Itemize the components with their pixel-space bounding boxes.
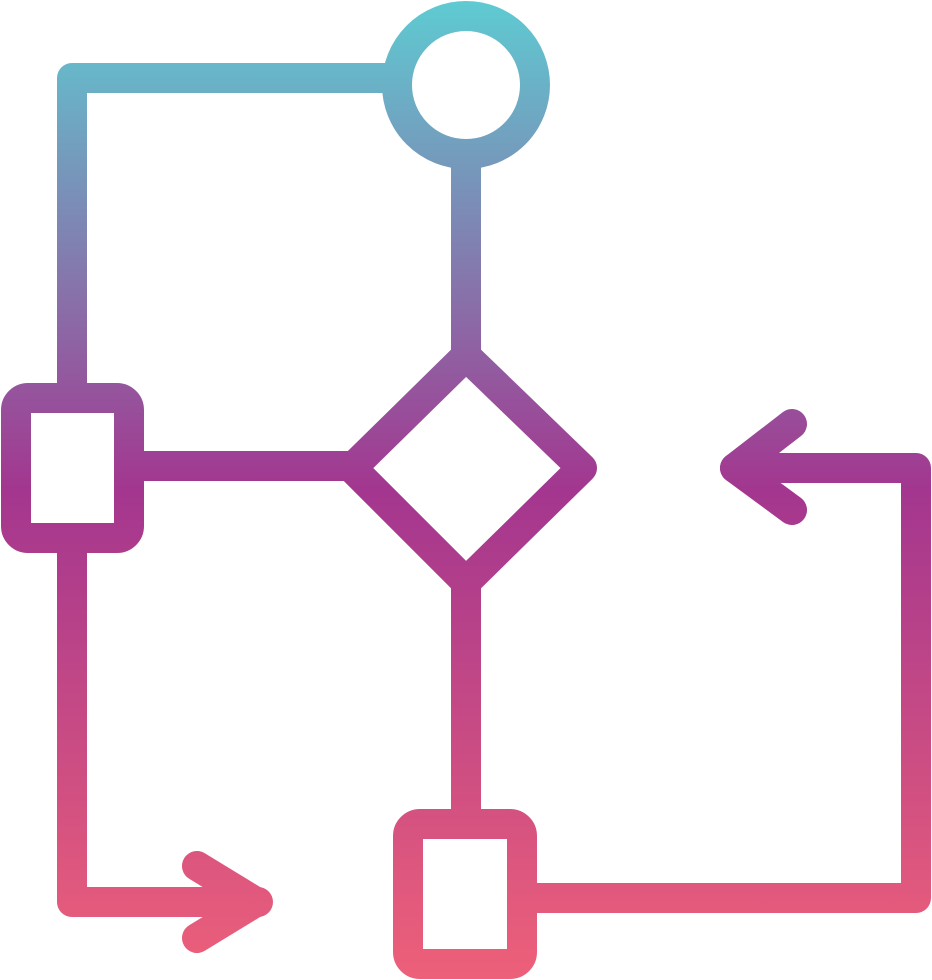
left-process-box [1, 383, 144, 553]
left-arrow-icon [720, 409, 807, 525]
connector-circle-to-left-box [57, 63, 412, 413]
connector-left-box-to-arrow [57, 523, 273, 917]
connector-bottom-box-loop [507, 453, 931, 913]
right-arrow-icon [182, 851, 271, 953]
decision-diamond [337, 341, 597, 597]
start-node-circle [382, 1, 550, 169]
bottom-process-box [393, 809, 537, 979]
